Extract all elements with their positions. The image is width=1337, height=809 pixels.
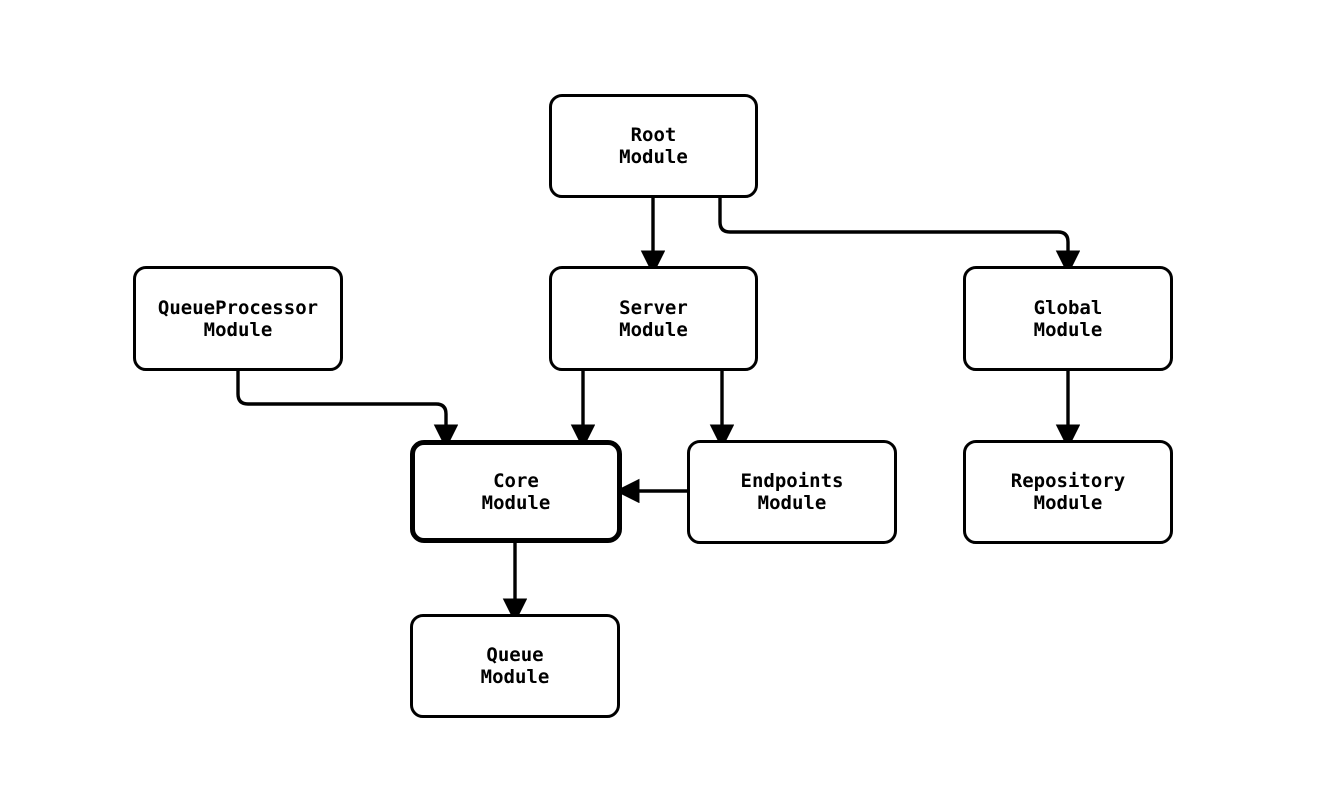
node-queue-module[interactable]: Queue Module (410, 614, 620, 718)
node-root-module[interactable]: Root Module (549, 94, 758, 198)
node-core-module[interactable]: Core Module (410, 440, 622, 543)
node-global-module-label: Global Module (1033, 296, 1103, 341)
node-queue-module-label: Queue Module (480, 644, 550, 688)
node-endpoints-module-label: Endpoints Module (740, 470, 844, 514)
node-core-module-label: Core Module (481, 469, 551, 514)
node-server-module-label: Server Module (619, 296, 688, 341)
node-root-module-label: Root Module (619, 124, 688, 168)
node-endpoints-module[interactable]: Endpoints Module (687, 440, 897, 544)
node-global-module[interactable]: Global Module (963, 266, 1173, 371)
node-repository-module[interactable]: Repository Module (963, 440, 1173, 544)
node-queueprocessor-module-label: QueueProcessor Module (157, 296, 319, 341)
node-queueprocessor-module[interactable]: QueueProcessor Module (133, 266, 343, 371)
node-server-module[interactable]: Server Module (549, 266, 758, 371)
edge-root-to-global (718, 198, 1081, 275)
edge-queueprocessor-to-core (236, 371, 459, 449)
node-repository-module-label: Repository Module (1010, 470, 1126, 514)
